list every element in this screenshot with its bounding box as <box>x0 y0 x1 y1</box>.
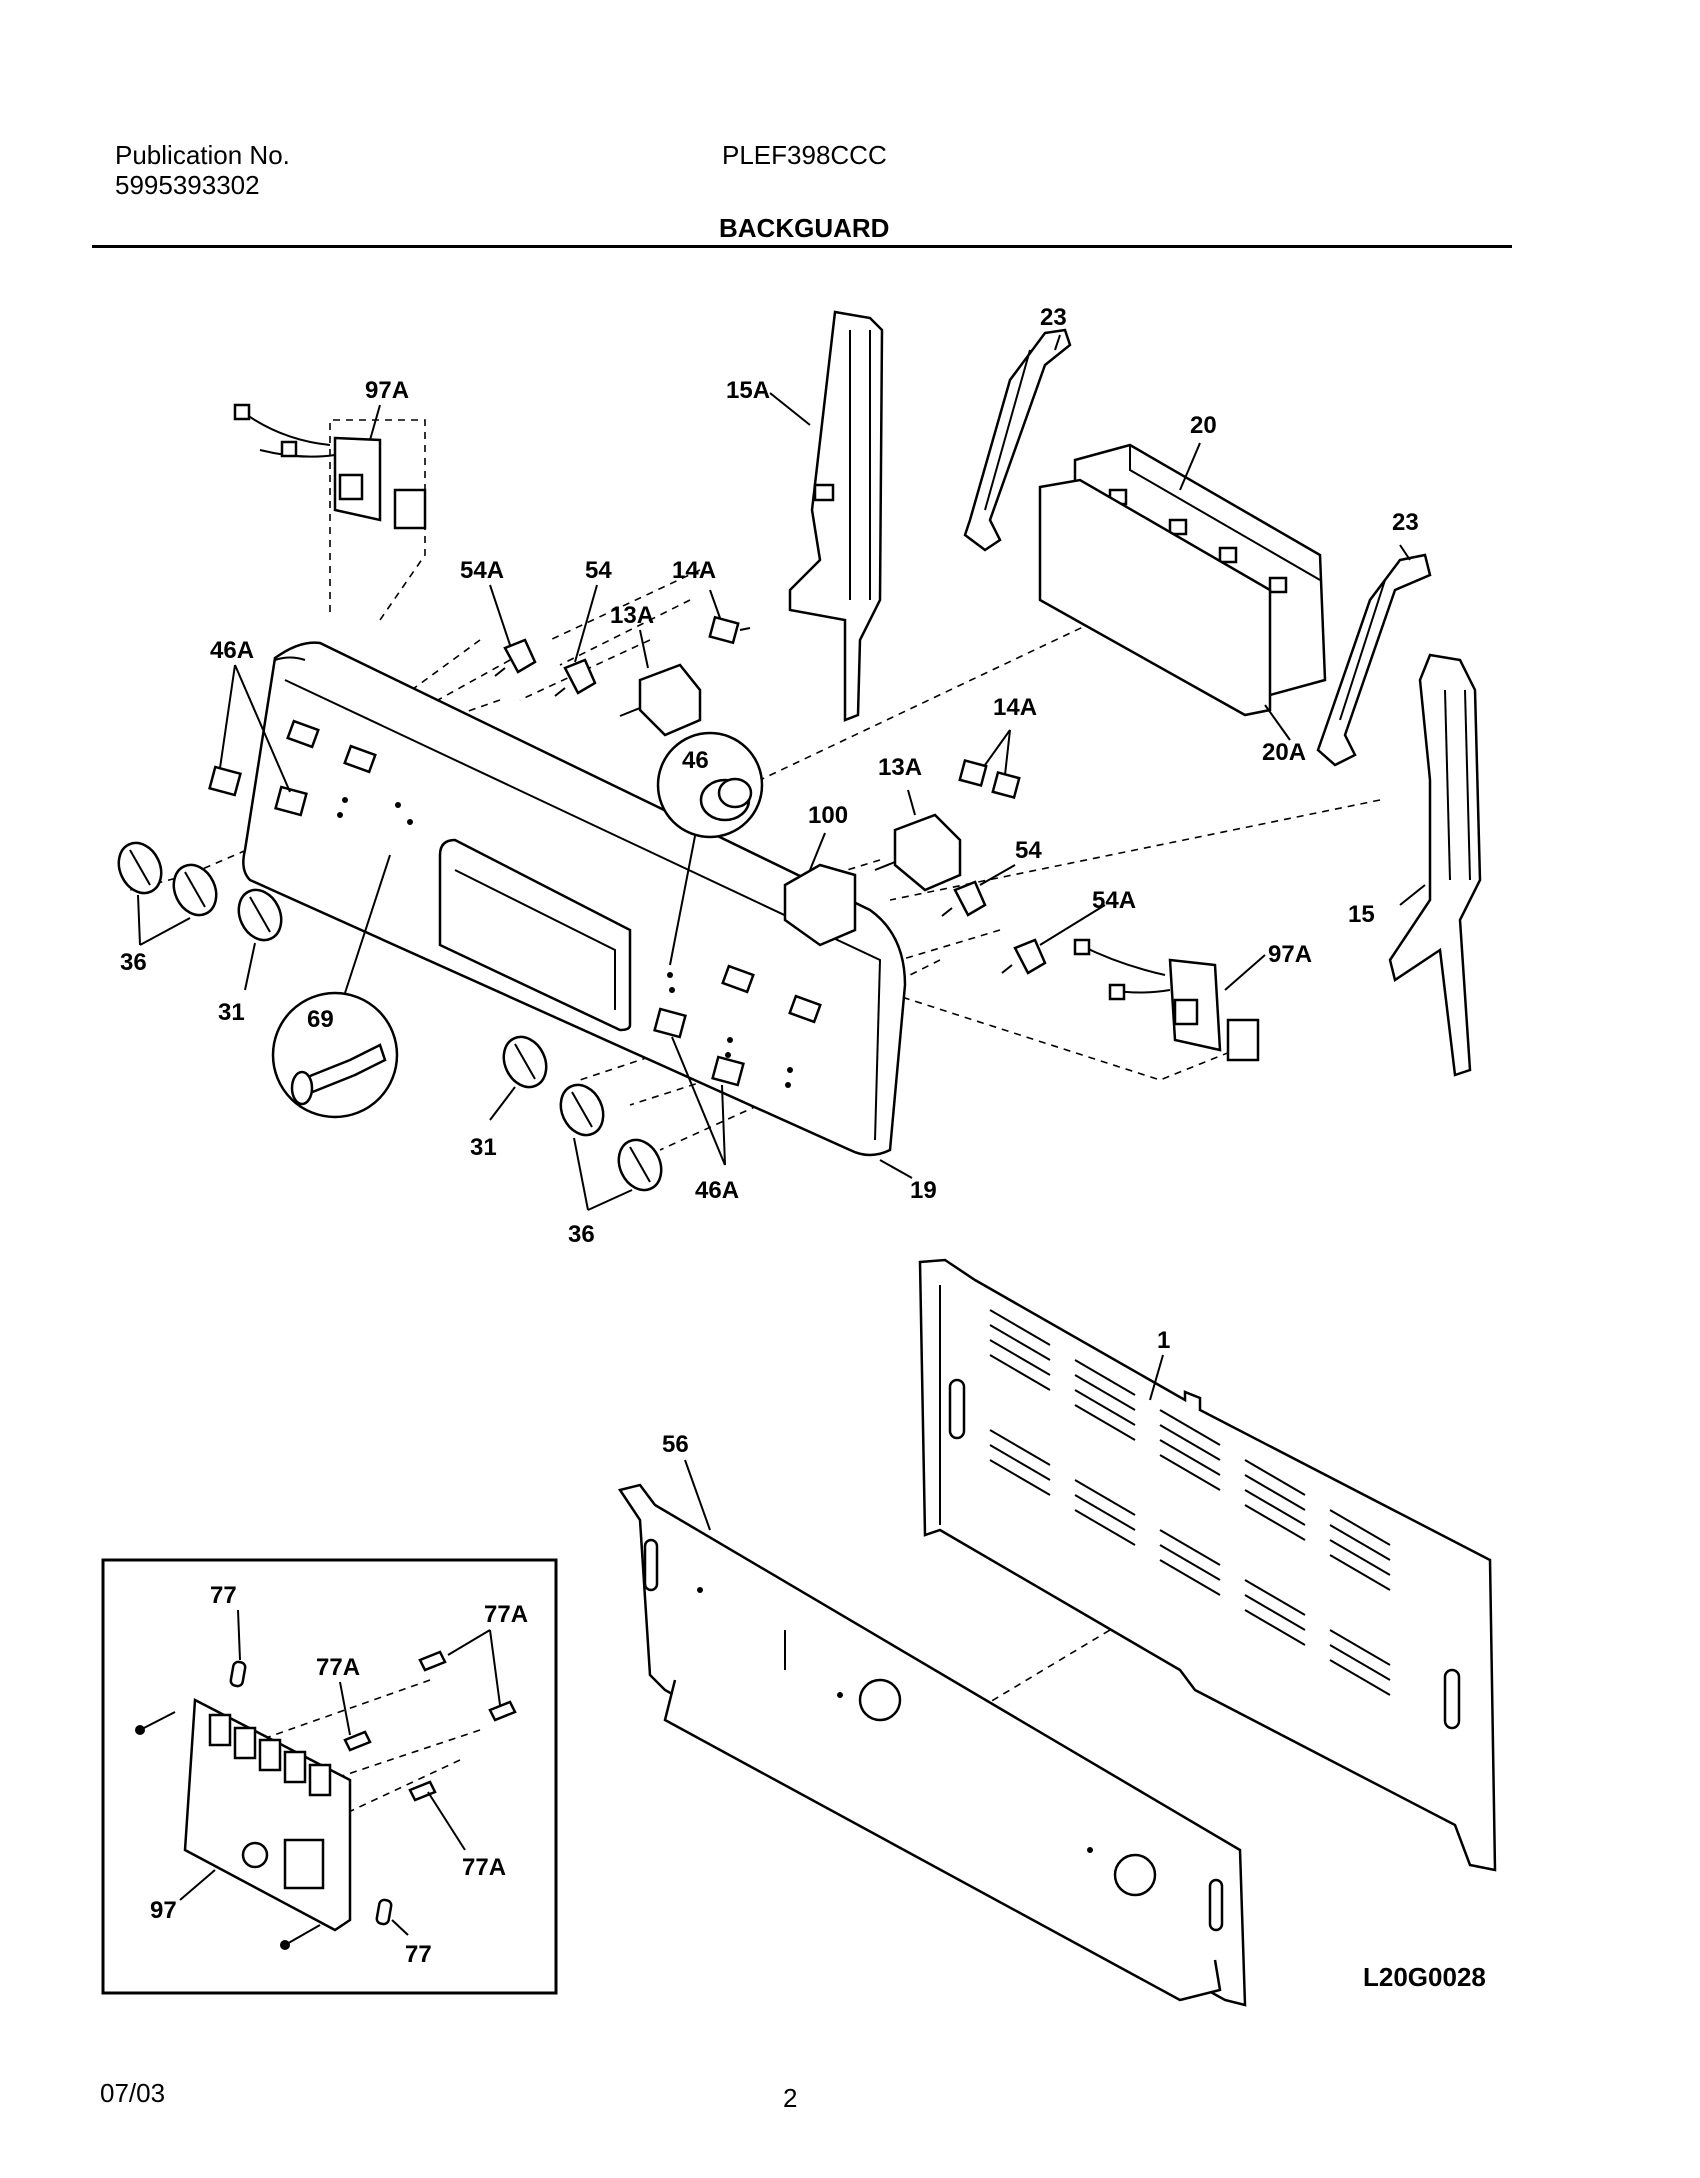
page-number: 2 <box>783 2083 798 2113</box>
rear-panel-1 <box>918 1258 1497 1872</box>
callout-36-left: 36 <box>120 949 147 976</box>
trim-bracket-23-right <box>1316 553 1432 767</box>
callout-20A: 20A <box>1262 739 1306 766</box>
knob-36-bottom-a <box>559 1083 605 1137</box>
switch-clip-46A-left <box>208 765 308 817</box>
callout-inset-77A-top: 77A <box>484 1601 528 1628</box>
publication-number: 5995393302 <box>115 170 260 200</box>
screws <box>135 1711 321 1950</box>
callout-54-top: 54 <box>585 557 612 584</box>
callout-97A-right: 97A <box>1268 941 1312 968</box>
publication-label: Publication No. <box>115 140 290 170</box>
lower-panel-56 <box>617 1483 1247 2007</box>
infinite-switch-13A-mid <box>874 813 962 892</box>
callout-1: 1 <box>1157 1327 1170 1354</box>
inset-box <box>101 1558 558 1995</box>
callout-inset-77A-right: 77A <box>462 1854 506 1881</box>
knob-31-left <box>237 888 283 942</box>
callout-labels: 97A 15A 23 20 23 54A 54 14A 13A 46A 46 1… <box>120 304 1419 1968</box>
detail-circle-46 <box>656 731 764 966</box>
callout-31-left: 31 <box>218 999 245 1026</box>
callout-69: 69 <box>307 1006 334 1033</box>
switch-54A-mid <box>1001 938 1047 975</box>
control-panel-19 <box>242 641 907 1157</box>
switch-54-mid <box>941 880 987 917</box>
knob-36-left-a <box>117 841 163 895</box>
infinite-switch-13A-top <box>619 663 702 737</box>
switch-clip-46A-bottom <box>653 1007 745 1087</box>
callout-14A-right: 14A <box>993 694 1037 721</box>
callout-20: 20 <box>1190 412 1217 439</box>
spacers-77 <box>229 1660 393 1926</box>
callout-23-top: 23 <box>1040 304 1067 331</box>
callout-15A: 15A <box>726 377 770 404</box>
callout-inset-77A-mid: 77A <box>316 1654 360 1681</box>
callout-19: 19 <box>910 1177 937 1204</box>
leader-lines <box>137 334 1426 1936</box>
overlay-20A <box>1038 478 1272 717</box>
switch-54-top <box>554 658 597 697</box>
callout-56: 56 <box>662 1431 689 1458</box>
callout-54A-mid: 54A <box>1092 887 1136 914</box>
relay-board-97A-right <box>1073 938 1260 1062</box>
control-board-97 <box>183 1698 352 1932</box>
trim-bracket-23-top <box>963 328 1072 552</box>
knob-36-bottom-b <box>617 1138 663 1192</box>
section-title: BACKGUARD <box>719 213 890 243</box>
knob-31-bottom <box>502 1035 548 1089</box>
callout-97A-top: 97A <box>365 377 409 404</box>
relay-board-97A-top <box>233 403 427 530</box>
callout-36-bottom: 36 <box>568 1221 595 1248</box>
callout-14A-top: 14A <box>672 557 716 584</box>
detail-circle-69 <box>271 854 399 1119</box>
callout-46A-bottom: 46A <box>695 1177 739 1204</box>
footer-date: 07/03 <box>100 2078 166 2108</box>
callout-13A-mid: 13A <box>878 754 922 781</box>
header-rule <box>92 245 1512 248</box>
callout-100: 100 <box>808 802 848 829</box>
end-cap-15 <box>1388 653 1482 1077</box>
callout-15: 15 <box>1348 901 1375 928</box>
standoffs-77A <box>343 1650 517 1802</box>
figure-code: L20G0028 <box>1363 1962 1486 1992</box>
callout-46A-left: 46A <box>210 637 254 664</box>
callout-54A-top: 54A <box>460 557 504 584</box>
callout-inset-77-top: 77 <box>210 1582 237 1609</box>
callout-inset-77-bottom: 77 <box>405 1941 432 1968</box>
callout-54-mid: 54 <box>1015 837 1042 864</box>
model-number: PLEF398CCC <box>722 140 887 170</box>
callout-46: 46 <box>682 747 709 774</box>
switch-14A-right <box>958 758 1021 800</box>
callout-inset-97: 97 <box>150 1897 177 1924</box>
bracket-100 <box>783 863 857 947</box>
callout-23-right: 23 <box>1392 509 1419 536</box>
callout-13A-top: 13A <box>610 602 654 629</box>
switch-14A-top <box>708 615 751 645</box>
knob-36-left-b <box>172 863 218 917</box>
callout-31-bottom: 31 <box>470 1134 497 1161</box>
vent-slots <box>989 1309 1391 1696</box>
switch-54A-top <box>494 638 537 677</box>
end-cap-15A <box>788 310 884 722</box>
